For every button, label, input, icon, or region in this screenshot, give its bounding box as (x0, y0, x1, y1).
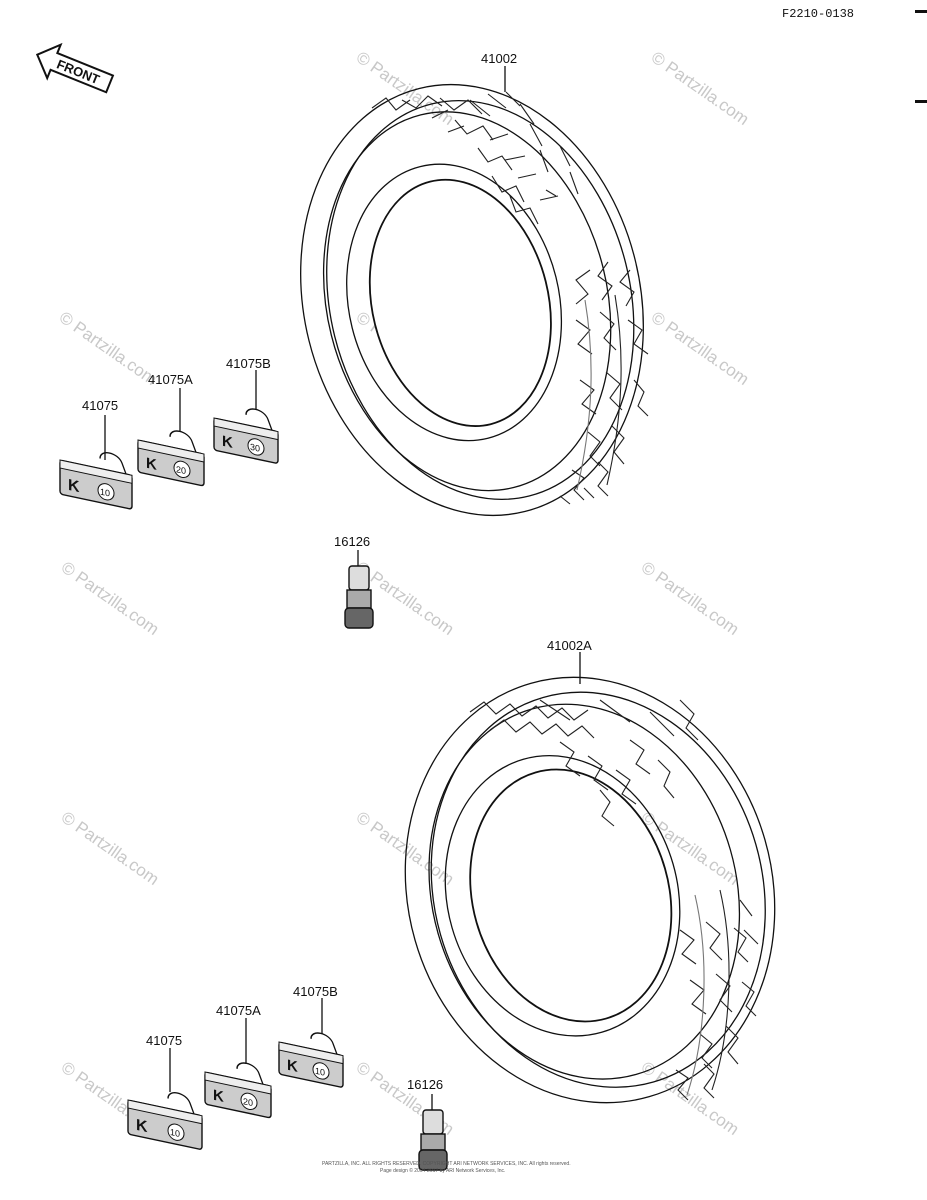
watermark: © Partzilla.com (56, 308, 161, 389)
weight-logo-k: K (146, 455, 157, 474)
balance-weight-lower-a: 41075 K 10 (127, 1033, 203, 1150)
weight-top-face (204, 1071, 272, 1095)
weight-clip (169, 430, 197, 453)
front-arrow-icon (35, 42, 115, 94)
tire-outer-edge (404, 676, 776, 1104)
diagram-code: F2210-0138 (782, 7, 854, 21)
valve-lower: 16126 (407, 1077, 448, 1171)
watermark: © Partzilla.com (638, 1058, 743, 1139)
part-label-valve-lower[interactable]: 16126 (407, 1077, 443, 1092)
weight-mark: 10 (170, 1127, 180, 1139)
weight-mark: 20 (243, 1096, 253, 1108)
tire-upper: 41002 (300, 51, 649, 517)
watermark: © Partzilla.com (648, 308, 753, 389)
valve-upper: 16126 (334, 534, 374, 629)
tire-sidewall-line (322, 111, 612, 492)
edge-mark (915, 10, 927, 13)
weight-mark-circle (240, 1092, 258, 1111)
valve-base (344, 607, 374, 629)
tire-bead-outer (444, 755, 681, 1037)
weight-top-face (278, 1041, 344, 1065)
tread-pattern (469, 699, 759, 1101)
balance-weight-upper-b: 41075A K 20 (137, 372, 205, 487)
weight-top-face (127, 1099, 203, 1125)
weight-clip (167, 1092, 195, 1115)
part-label-weight-c-upper[interactable]: 41075B (226, 356, 271, 371)
weight-top-face (59, 459, 133, 484)
tire-outer-edge (300, 83, 644, 517)
weight-mark-circle (167, 1123, 185, 1141)
weight-mark: 30 (250, 442, 260, 454)
balance-weight-upper-a: 41075 K 10 (59, 398, 133, 510)
weight-mark: 10 (315, 1066, 325, 1078)
watermark: © Partzilla.com (638, 558, 743, 639)
watermark: © Partzilla.com (58, 558, 163, 639)
weight-mark: 10 (100, 487, 110, 499)
weight-logo-k: K (222, 433, 233, 452)
footer-page-design: Page design © 2004-2017 by ARI Network S… (380, 1167, 505, 1174)
valve-stem (346, 589, 372, 609)
part-label-valve-upper[interactable]: 16126 (334, 534, 370, 549)
balance-weight-lower-c: 41075B K 10 (278, 984, 344, 1088)
tire-bore (368, 178, 552, 427)
part-label-weight-a-upper[interactable]: 41075 (82, 398, 118, 413)
part-label-weight-a-lower[interactable]: 41075 (146, 1033, 182, 1048)
weight-mark: 20 (176, 464, 186, 476)
valve-cap (422, 1109, 444, 1135)
weight-mark-circle (312, 1062, 330, 1080)
part-label-tire-upper[interactable]: 41002 (481, 51, 517, 66)
valve-base (418, 1149, 448, 1171)
weight-clip (245, 408, 273, 431)
weight-mark-circle (247, 438, 265, 456)
tire-shoulder (430, 691, 766, 1088)
watermark: © Partzilla.com (353, 48, 458, 129)
part-label-weight-b-lower[interactable]: 41075A (216, 1003, 261, 1018)
weight-top-face (137, 439, 205, 463)
balance-weight-upper-c: 41075B K 30 (213, 356, 279, 464)
weight-logo-k: K (213, 1087, 224, 1106)
part-label-weight-c-lower[interactable]: 41075B (293, 984, 338, 999)
weight-logo-k: K (68, 476, 80, 496)
tire-bead-outer (346, 163, 563, 442)
tire-lower: 41002A (404, 638, 776, 1104)
weight-clip (310, 1032, 338, 1055)
weight-clip (99, 452, 127, 475)
watermark: © Partzilla.com (648, 48, 753, 129)
part-label-weight-b-upper[interactable]: 41075A (148, 372, 193, 387)
tire-shoulder (326, 100, 635, 500)
edge-mark (915, 100, 927, 103)
front-arrow: FRONT (35, 42, 115, 94)
weight-mark-circle (97, 483, 115, 501)
part-label-tire-lower[interactable]: 41002A (547, 638, 592, 653)
weight-logo-k: K (287, 1057, 298, 1076)
footer-copyright: PARTZILLA, INC. ALL RIGHTS RESERVED. COP… (322, 1161, 571, 1167)
tire-bore (469, 768, 673, 1023)
valve-cap (348, 565, 370, 591)
watermark: © Partzilla.com (58, 808, 163, 889)
weight-logo-k: K (136, 1116, 148, 1136)
balance-weight-lower-b: 41075A K 20 (204, 1003, 272, 1119)
weight-mark-circle (173, 460, 191, 479)
weight-top-face (213, 417, 279, 441)
weight-clip (236, 1062, 264, 1085)
valve-stem (420, 1133, 446, 1151)
tread-pattern (371, 91, 649, 505)
